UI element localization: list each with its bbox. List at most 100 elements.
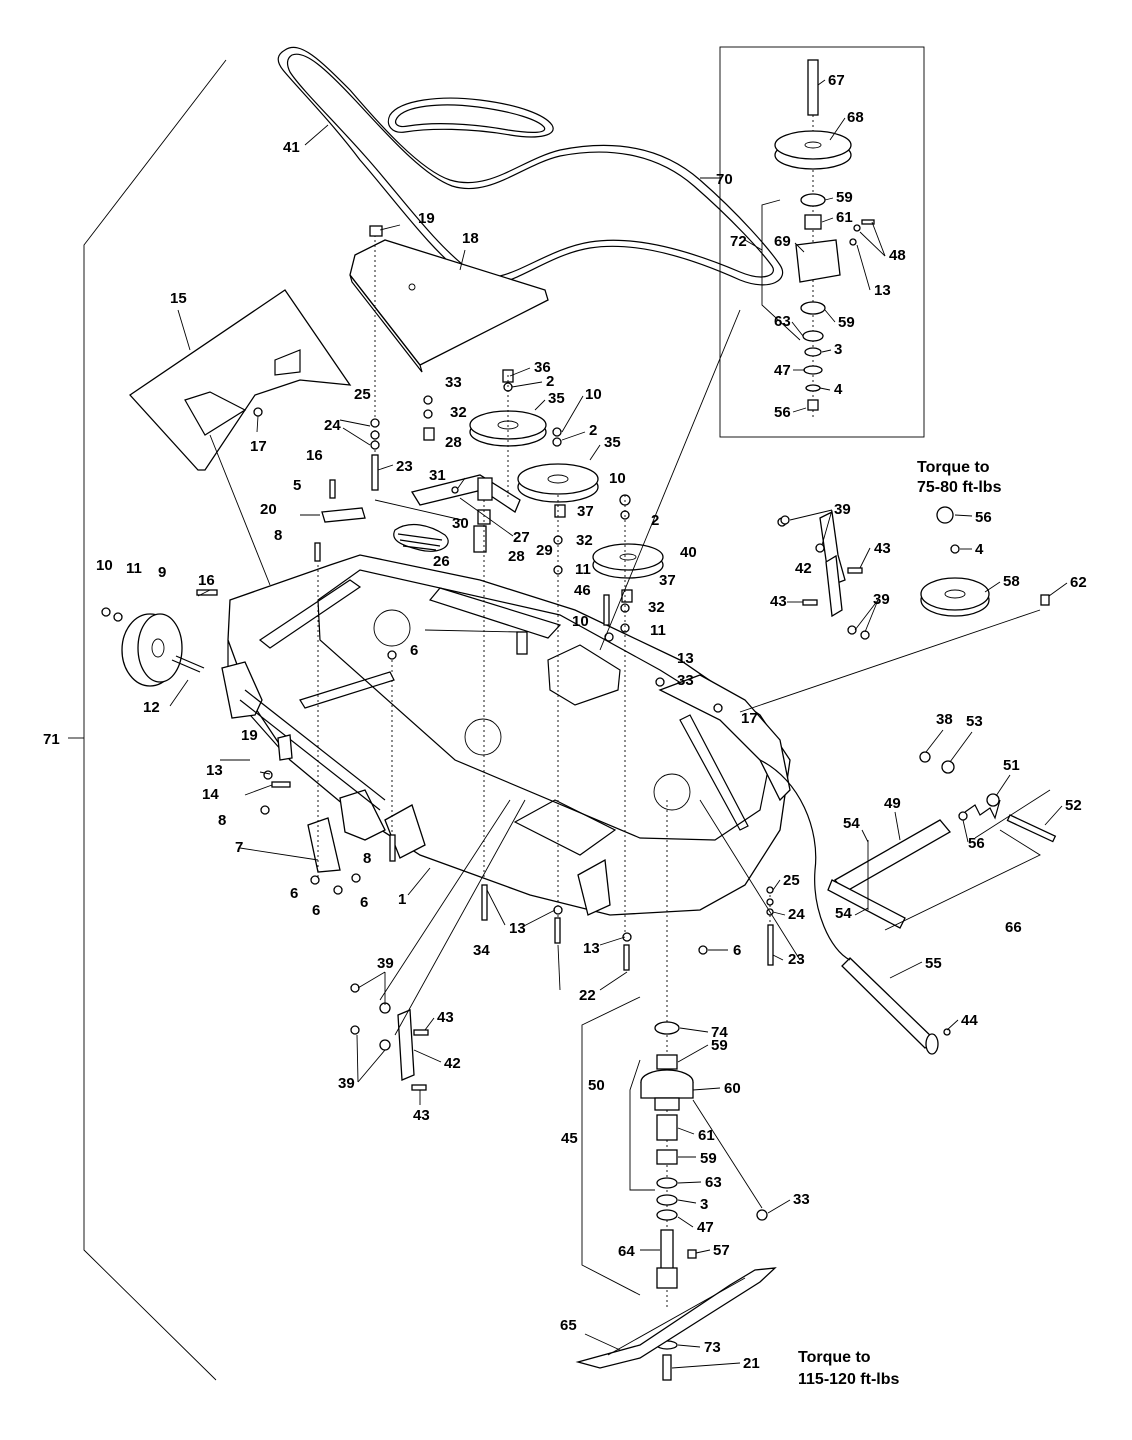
callout-6: 6 [410, 642, 418, 659]
callout-47: 47 [697, 1219, 714, 1236]
callout-59: 59 [711, 1037, 728, 1054]
torque-note-upper-line1: Torque to [917, 459, 990, 476]
callout-13: 13 [509, 920, 526, 937]
callout-10: 10 [96, 557, 113, 574]
callout-17: 17 [250, 438, 267, 455]
callout-51: 51 [1003, 757, 1020, 774]
callout-30: 30 [452, 515, 469, 532]
callout-60: 60 [724, 1080, 741, 1097]
callout-29: 29 [536, 542, 553, 559]
callout-33: 33 [677, 672, 694, 689]
callout-74: 74 [711, 1024, 728, 1041]
callout-43: 43 [770, 593, 787, 610]
callout-20: 20 [260, 501, 277, 518]
callout-8: 8 [363, 850, 371, 867]
callout-25: 25 [354, 386, 371, 403]
callout-23: 23 [396, 458, 413, 475]
callout-labels: 41 19 18 15 17 33 36 2 35 32 28 10 2 35 … [43, 72, 1087, 1372]
callout-66: 66 [1005, 919, 1022, 936]
callout-68: 68 [847, 109, 864, 126]
callout-48: 48 [889, 247, 906, 264]
pulley-40 [592, 543, 664, 579]
callout-44: 44 [961, 1012, 978, 1029]
callout-73: 73 [704, 1339, 721, 1356]
callout-43: 43 [874, 540, 891, 557]
belt-cover-18 [349, 239, 549, 373]
callout-22: 22 [579, 987, 596, 1004]
callout-11: 11 [126, 560, 142, 577]
inset-box [700, 46, 925, 438]
callout-25: 25 [783, 872, 800, 889]
belt-41 [277, 46, 784, 286]
callout-1: 1 [398, 891, 406, 908]
callout-35: 35 [604, 434, 621, 451]
spindle-assembly-45 [581, 996, 768, 1381]
callout-3: 3 [700, 1196, 708, 1213]
callout-16: 16 [198, 572, 215, 589]
callout-17: 17 [741, 710, 758, 727]
callout-3: 3 [834, 341, 842, 358]
spring-51 [919, 751, 1057, 843]
rods-49-55 [759, 759, 951, 1055]
callout-11: 11 [650, 622, 666, 639]
callout-62: 62 [1070, 574, 1087, 591]
callout-61: 61 [698, 1127, 715, 1144]
callout-41: 41 [283, 139, 300, 156]
callout-54: 54 [843, 815, 860, 832]
left-hardware [196, 225, 774, 971]
bracket-71-line [83, 59, 227, 1381]
callout-37: 37 [659, 572, 676, 589]
callout-28: 28 [508, 548, 525, 565]
callout-23: 23 [788, 951, 805, 968]
connecting-lines [209, 309, 1051, 1036]
callout-12: 12 [143, 699, 160, 716]
callout-15: 15 [170, 290, 187, 307]
callout-6: 6 [290, 885, 298, 902]
callout-63: 63 [774, 313, 791, 330]
callout-56: 56 [968, 835, 985, 852]
callout-32: 32 [450, 404, 467, 421]
callout-13: 13 [874, 282, 891, 299]
callout-13: 13 [583, 940, 600, 957]
callout-40: 40 [680, 544, 697, 561]
callout-39: 39 [338, 1075, 355, 1092]
callout-71: 71 [43, 731, 60, 748]
callout-35: 35 [548, 390, 565, 407]
leader-lines [169, 79, 1068, 1369]
callout-9: 9 [158, 564, 166, 581]
callout-4: 4 [975, 541, 984, 558]
callout-34: 34 [473, 942, 490, 959]
callout-64: 64 [618, 1243, 635, 1260]
callout-13: 13 [206, 762, 223, 779]
callout-2: 2 [589, 422, 597, 439]
callout-52: 52 [1065, 797, 1082, 814]
callout-72: 72 [730, 233, 747, 250]
callout-58: 58 [1003, 573, 1020, 590]
callout-49: 49 [884, 795, 901, 812]
callout-7: 7 [235, 839, 243, 856]
callout-13: 13 [677, 650, 694, 667]
callout-70: 70 [716, 171, 733, 188]
callout-14: 14 [202, 786, 219, 803]
callout-67: 67 [828, 72, 845, 89]
callout-2: 2 [651, 512, 659, 529]
callout-11: 11 [575, 561, 591, 578]
callout-47: 47 [774, 362, 791, 379]
callout-59: 59 [700, 1150, 717, 1167]
callout-33: 33 [445, 374, 462, 391]
callout-36: 36 [534, 359, 551, 376]
callout-10: 10 [609, 470, 626, 487]
discharge-chute-15 [129, 289, 352, 471]
callout-56: 56 [774, 404, 791, 421]
deck-housing-1 [227, 554, 791, 916]
callout-4: 4 [834, 381, 843, 398]
callout-8: 8 [218, 812, 226, 829]
callout-21: 21 [743, 1355, 760, 1372]
callout-6: 6 [360, 894, 368, 911]
callout-39: 39 [873, 591, 890, 608]
callout-56: 56 [975, 509, 992, 526]
callout-32: 32 [648, 599, 665, 616]
callout-53: 53 [966, 713, 983, 730]
callout-61: 61 [836, 209, 853, 226]
